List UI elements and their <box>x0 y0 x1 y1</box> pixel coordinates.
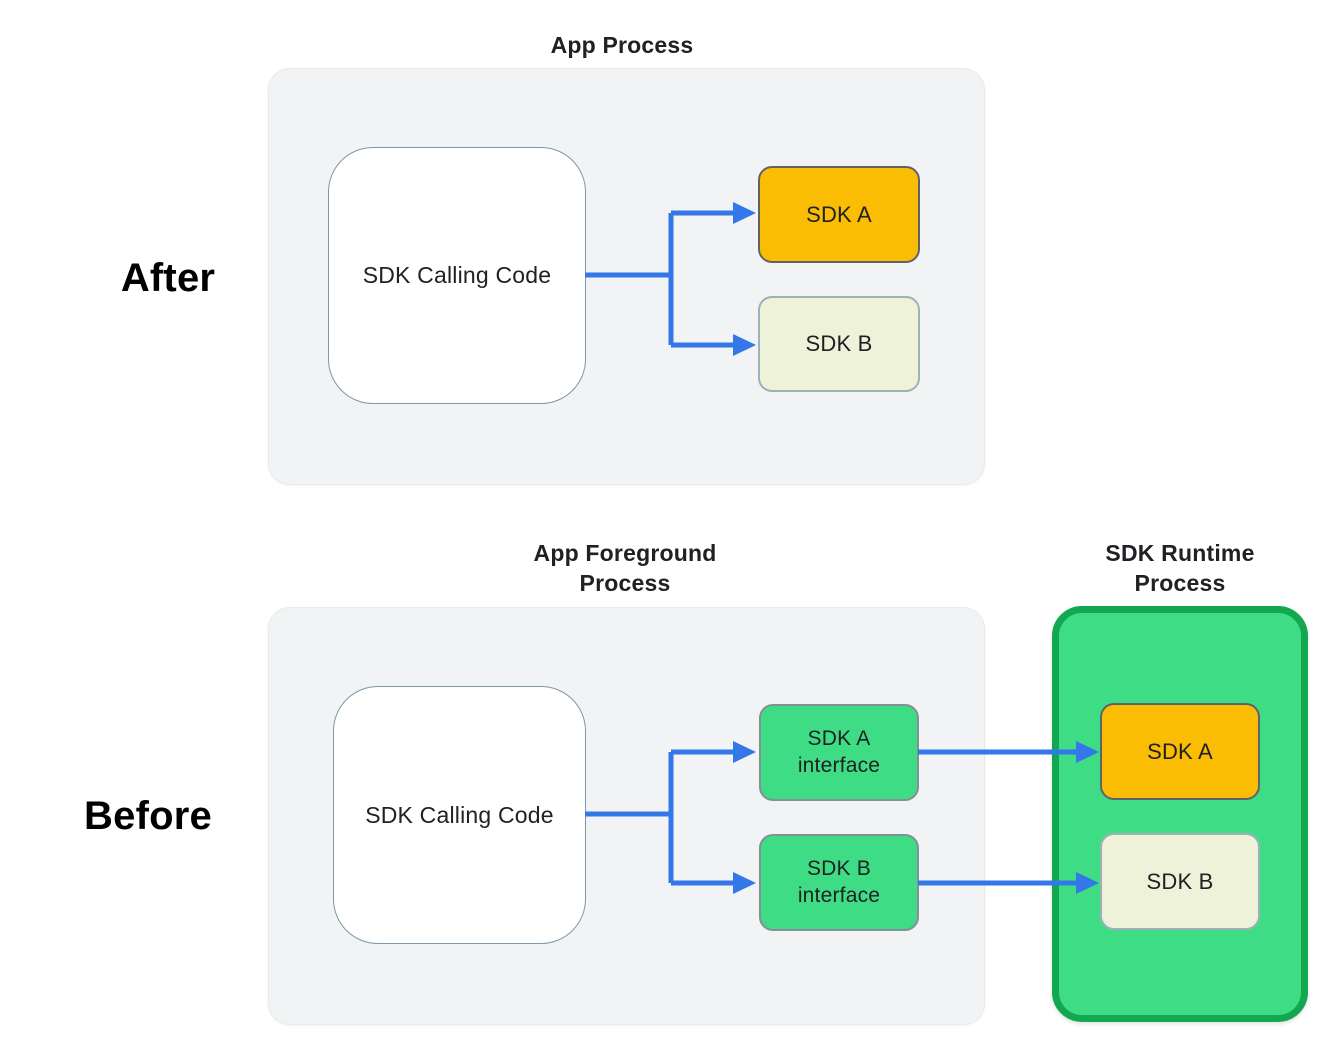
sdk-a-interface-box: SDK A interface <box>759 704 919 801</box>
before-sdk-calling-code-box: SDK Calling Code <box>333 686 586 944</box>
sdk-b-interface-box: SDK B interface <box>759 834 919 931</box>
app-process-title: App Process <box>550 32 694 58</box>
after-sdk-b-box: SDK B <box>758 296 920 392</box>
after-sdk-a-box: SDK A <box>758 166 920 263</box>
runtime-sdk-b-box: SDK B <box>1100 833 1260 930</box>
runtime-sdk-a-box: SDK A <box>1100 703 1260 800</box>
after-label: After <box>120 256 216 300</box>
sdk-runtime-process-title: SDK Runtime Process <box>1105 540 1255 597</box>
after-sdk-calling-code-box: SDK Calling Code <box>328 147 586 404</box>
app-foreground-process-container: SDK Calling Code SDK A interface SDK B i… <box>268 607 985 1025</box>
before-label: Before <box>84 794 212 838</box>
app-process-container: SDK Calling Code SDK A SDK B <box>268 68 985 485</box>
sdk-runtime-process-container: SDK A SDK B <box>1052 606 1308 1022</box>
app-foreground-process-title: App Foreground Process <box>533 540 717 597</box>
